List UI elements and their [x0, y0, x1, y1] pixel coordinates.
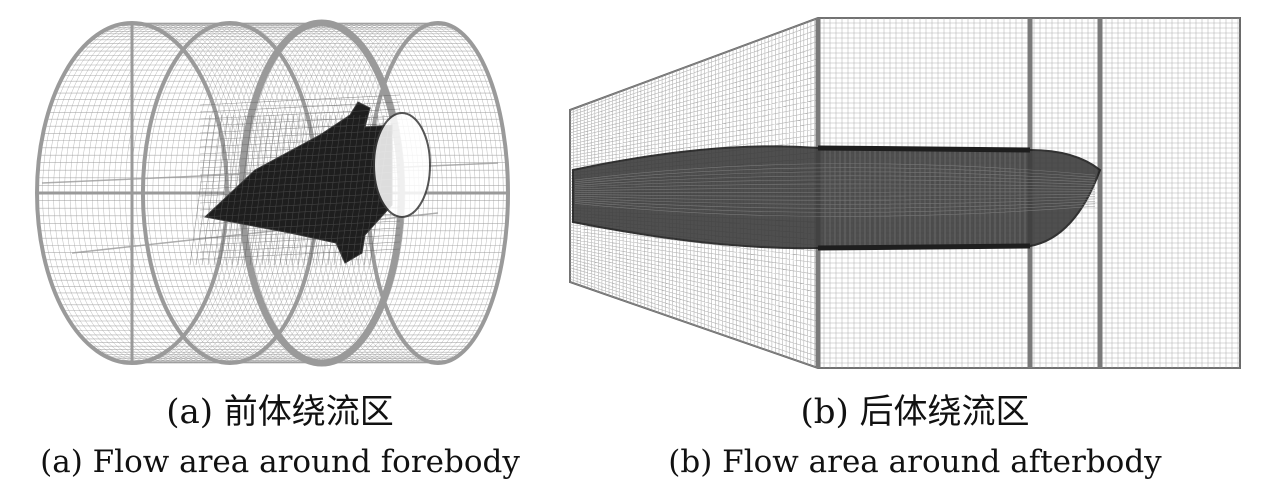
- afterbody-mesh-image: [569, 17, 1241, 369]
- afterbody-bottom-edge: [817, 243, 1031, 251]
- caption-a-chinese: (a) 前体绕流区: [166, 392, 394, 432]
- caption-a-english: (a) Flow area around forebody: [40, 444, 520, 480]
- afterbody-mesh-panel: [565, 10, 1245, 375]
- afterbody-top-edge: [817, 145, 1031, 153]
- afterbody-silhouette: [572, 145, 1102, 250]
- caption-b-chinese: (b) 后体绕流区: [800, 392, 1030, 432]
- forebody-mesh-panel: [20, 5, 540, 380]
- forebody-shape: [189, 94, 431, 266]
- forebody-mesh-image: [35, 19, 510, 367]
- forebody-inlet: [373, 112, 431, 218]
- afterbody-shape: [572, 145, 1102, 251]
- caption-b-english: (b) Flow area around afterbody: [668, 444, 1162, 480]
- afterbody-mesh-lines: [574, 150, 1096, 246]
